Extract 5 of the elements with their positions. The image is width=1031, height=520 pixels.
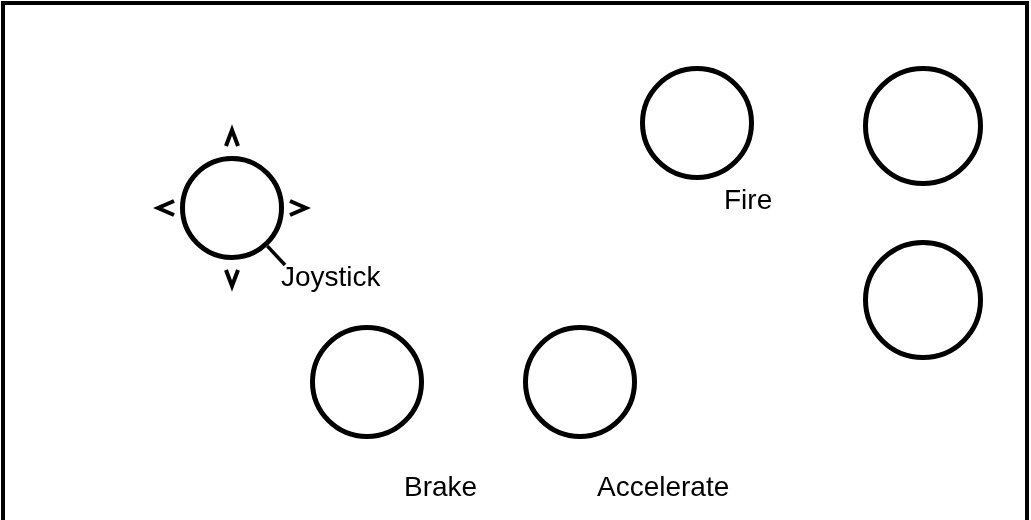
button-label: Fire	[724, 186, 773, 214]
control-label: Joystick	[281, 263, 381, 291]
leader-line	[266, 244, 287, 267]
button-label: Brake	[404, 473, 478, 501]
button-label: Accelerate	[597, 473, 730, 501]
